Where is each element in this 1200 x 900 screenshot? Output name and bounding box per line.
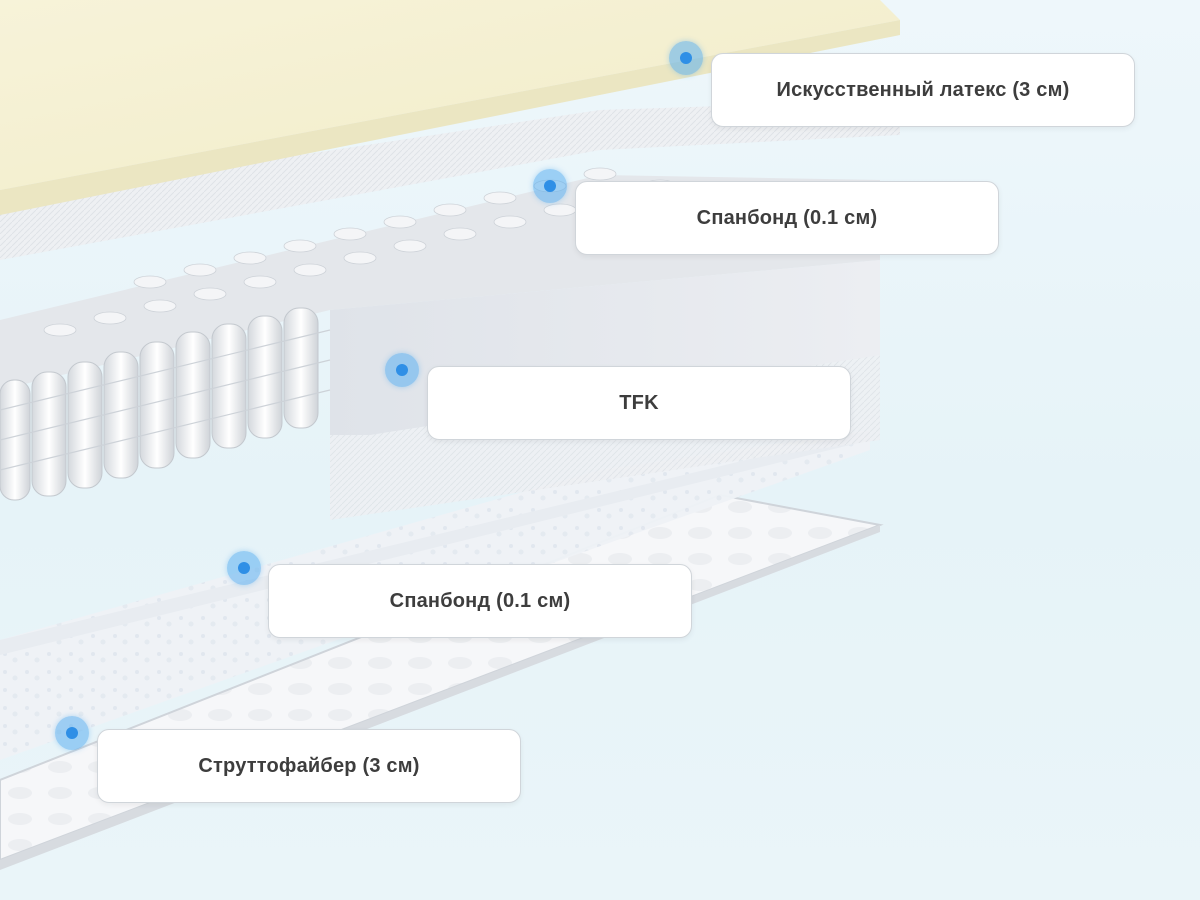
layer-label-text: Спанбонд (0.1 см) [696,206,878,229]
marker-dot-icon [66,727,78,739]
layer-label-text: Искусственный латекс (3 см) [776,78,1070,101]
marker-latex [669,41,703,75]
spunbond-top-layer [0,100,900,260]
layer-label-text: TFK [619,391,659,414]
marker-spunbond-bottom [227,551,261,585]
marker-dot-icon [396,364,408,376]
layer-label-strutto: Струттофайбер (3 см) [97,729,521,803]
layer-label-spunbond-top: Спанбонд (0.1 см) [575,181,999,255]
layer-label-spunbond-bottom: Спанбонд (0.1 см) [268,564,692,638]
marker-spunbond-top [533,169,567,203]
layer-label-tfk: TFK [427,366,851,440]
layer-label-text: Спанбонд (0.1 см) [389,589,571,612]
layer-label-latex: Искусственный латекс (3 см) [711,53,1135,127]
layer-label-text: Струттофайбер (3 см) [198,754,420,777]
marker-dot-icon [238,562,250,574]
spring-coils [0,307,319,501]
marker-strutto [55,716,89,750]
marker-tfk [385,353,419,387]
marker-dot-icon [544,180,556,192]
marker-dot-icon [680,52,692,64]
